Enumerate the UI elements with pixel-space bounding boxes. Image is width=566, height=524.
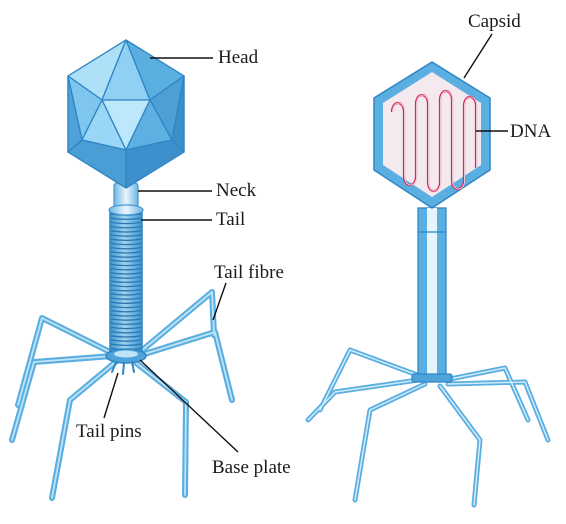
left-tail-sheath (110, 208, 142, 356)
right-capsid (374, 62, 490, 208)
left-tail-pins (112, 362, 134, 374)
right-tail-tube (418, 208, 446, 380)
label-capsid: Capsid (468, 12, 521, 31)
left-head (68, 40, 184, 188)
right-base-plate (412, 374, 452, 382)
label-neck: Neck (216, 181, 256, 200)
leader-tail-pins (104, 373, 118, 418)
leader-capsid (464, 34, 492, 78)
label-tail-fibre: Tail fibre (214, 263, 284, 282)
label-tail-pins: Tail pins (76, 422, 142, 441)
label-dna: DNA (510, 122, 551, 141)
label-head: Head (218, 48, 258, 67)
label-tail: Tail (216, 210, 245, 229)
label-base-plate: Base plate (212, 458, 291, 477)
